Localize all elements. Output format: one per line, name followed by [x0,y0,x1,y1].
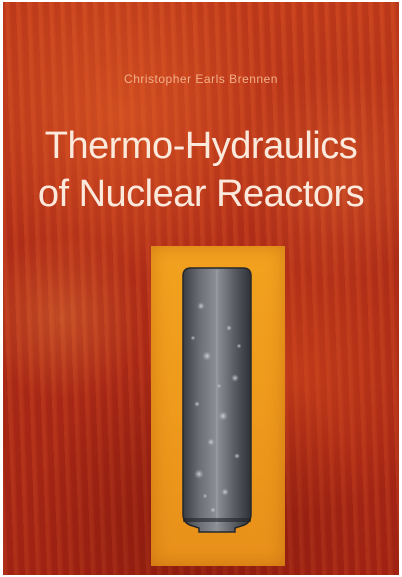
image-panel [151,246,285,566]
author-name: Christopher Earls Brennen [124,72,278,86]
title-line-1: Thermo-Hydraulics [44,125,358,167]
title-line-2: of Nuclear Reactors [37,173,365,215]
book-title: Thermo-Hydraulics of Nuclear Reactors [3,122,399,218]
fuel-rod-image [177,266,257,534]
book-cover: Christopher Earls Brennen Thermo-Hydraul… [3,2,399,575]
